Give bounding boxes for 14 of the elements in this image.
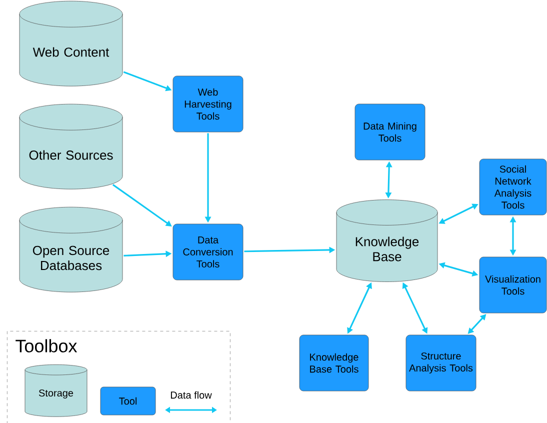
storage-cylinder: Knowledge Base <box>336 200 438 282</box>
tool-box: Knowledge Base Tools <box>299 334 369 392</box>
storage-sample: Storage <box>24 364 88 417</box>
tool-box: Social Network Analysis Tools <box>479 158 547 216</box>
tool-box: Visualization Tools <box>479 256 547 314</box>
storage-cylinder: Open Source Databases <box>19 206 123 292</box>
tool-box: Web Harvesting Tools <box>172 76 244 132</box>
tool-box: Data Mining Tools <box>354 104 426 160</box>
storage-cylinder: Other Sources <box>19 104 123 190</box>
tool-sample: Tool <box>100 386 156 416</box>
tool-box: Data Conversion Tools <box>172 224 244 280</box>
legend-label: Data flow <box>170 391 212 399</box>
storage-cylinder: Web Content <box>19 0 123 86</box>
tool-box: Structure Analysis Tools <box>406 334 476 392</box>
